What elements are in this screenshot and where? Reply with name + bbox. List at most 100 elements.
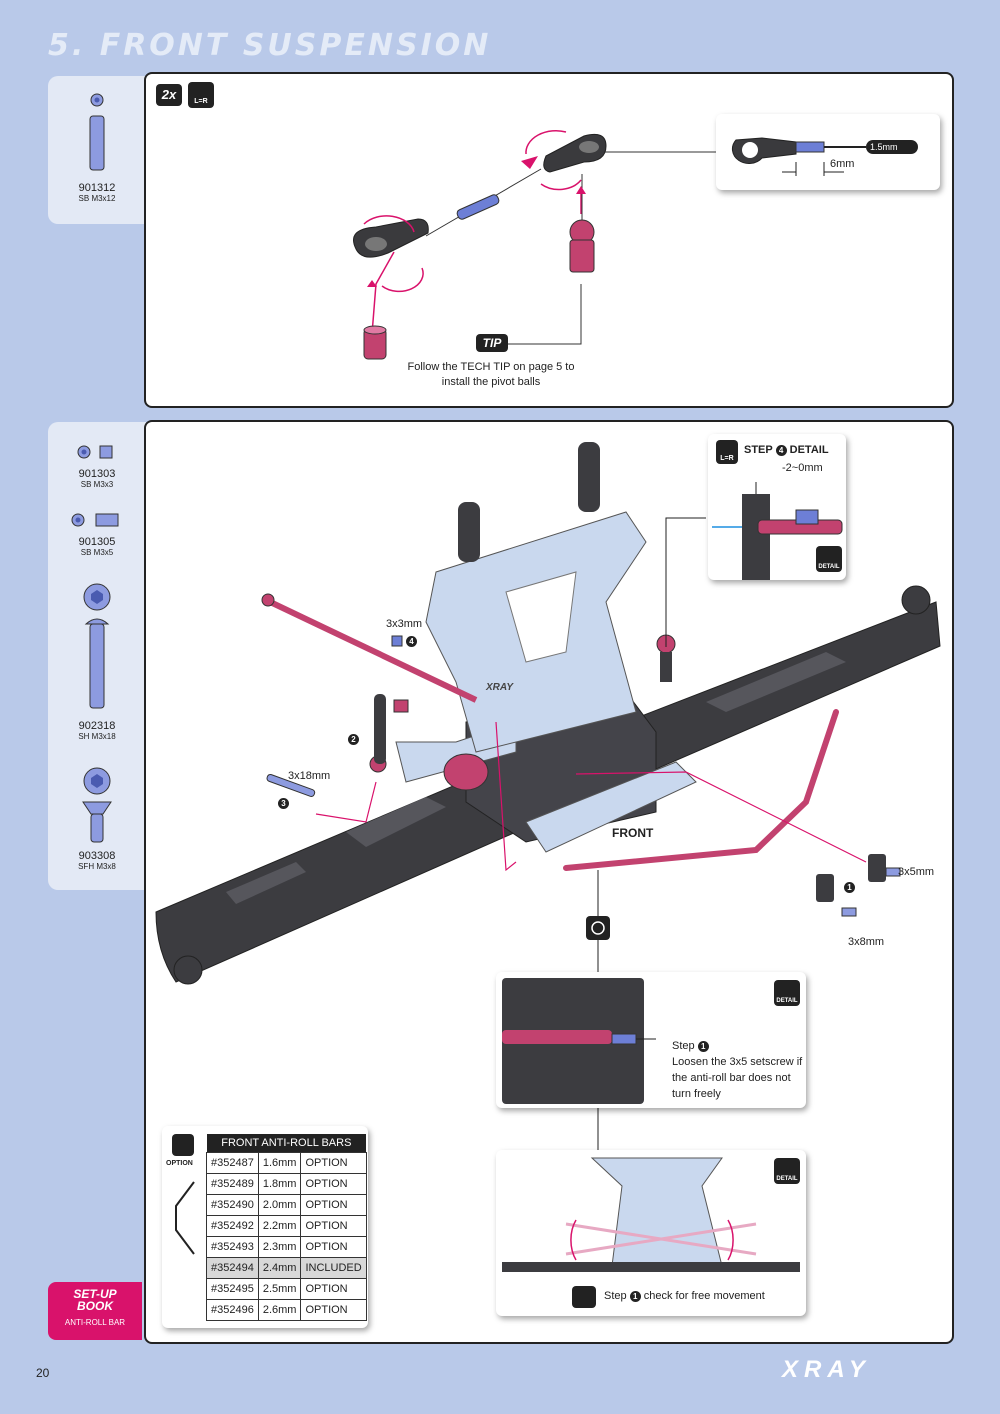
step-number-4: 4	[406, 636, 417, 647]
table-cell-size: 2.3mm	[257, 1236, 302, 1258]
detail-badge: DETAIL	[816, 546, 842, 572]
rod-end-top-icon	[525, 129, 607, 191]
gap-measure: -2~0mm	[782, 462, 823, 474]
front-suspension-diagram	[155, 442, 941, 1152]
loosen-instruction: Step 1 Loosen the 3x5 setscrew if the an…	[672, 1040, 803, 1100]
tip-badge: TIP	[476, 334, 508, 352]
table-title: FRONT ANTI-ROLL BARS	[206, 1134, 367, 1153]
page-title: 5. FRONT SUSPENSION	[48, 28, 492, 63]
table-cell-part: #352490	[206, 1194, 259, 1216]
table-cell-part: #352493	[206, 1236, 259, 1258]
step-panel-main: L=R STEP 4 DETAIL -2~0mm DETAIL 3x3mm 4 …	[144, 420, 954, 1344]
label-3x8mm: 3x8mm	[848, 936, 885, 948]
step-1-movement-callout: DETAIL Step 1 check for free movement	[496, 1150, 806, 1316]
movement-instruction: Step 1 check for free movement	[604, 1290, 765, 1302]
label-front: FRONT	[612, 826, 654, 840]
label-3x5mm: 3x5mm	[898, 866, 935, 878]
table-cell-status: OPTION	[300, 1173, 367, 1195]
socket-screw-m3x18-icon	[83, 583, 111, 709]
step-1-loosen-callout: DETAIL Step 1 Loosen the 3x5 setscrew if…	[496, 972, 806, 1108]
rod-end-left-icon	[353, 215, 429, 293]
table-cell-size: 1.8mm	[257, 1173, 302, 1195]
anti-roll-bar-shape-icon	[175, 1181, 195, 1255]
table-cell-status: INCLUDED	[300, 1257, 367, 1279]
flat-head-screw-m3x8-icon	[82, 767, 112, 843]
table-cell-part: #352494	[206, 1257, 259, 1279]
left-right-badge: L=R	[188, 82, 214, 108]
table-cell-size: 2.2mm	[257, 1215, 302, 1237]
step-number-2: 2	[348, 734, 359, 745]
page-number: 20	[36, 1366, 50, 1380]
table-cell-part: #352495	[206, 1278, 259, 1300]
step-number-3: 3	[278, 798, 289, 809]
pivot-assembly-diagram	[353, 129, 716, 360]
setscrew-gap-icon	[712, 482, 843, 580]
step-panel-top: 2x L=R	[144, 72, 954, 408]
setscrew-m3x3-icon	[77, 445, 113, 459]
rod-end-measure-icon	[731, 137, 918, 176]
anti-roll-bar-icon	[261, 593, 839, 871]
setup-book-line1: SET-UP	[73, 1287, 117, 1301]
screw-m3x12-icon	[89, 93, 105, 171]
chassis-logo: XRAY	[486, 682, 514, 693]
table-cell-status: OPTION	[300, 1152, 367, 1174]
setup-book-line2: BOOK	[77, 1299, 113, 1313]
setscrew-m3x5-icon	[71, 513, 119, 527]
suspension-arm-right-icon	[615, 585, 941, 777]
table-cell-part: #352487	[206, 1152, 259, 1174]
table-cell-status: OPTION	[300, 1194, 367, 1216]
table-cell-part: #352489	[206, 1173, 259, 1195]
table-cell-size: 2.6mm	[257, 1299, 302, 1321]
table-cell-status: OPTION	[300, 1236, 367, 1258]
table-cell-part: #352492	[206, 1215, 259, 1237]
detail-heading: STEP 4 DETAIL	[744, 444, 829, 456]
brand-logo: XRAY	[782, 1356, 871, 1383]
hex-tool-size: 1.5mm	[870, 142, 898, 152]
step-number-1: 1	[844, 882, 855, 893]
setscrew-loosen-icon	[502, 978, 656, 1104]
table-cell-size: 2.0mm	[257, 1194, 302, 1216]
measure-length: 6mm	[830, 158, 855, 170]
suspension-arm-left-icon	[155, 771, 527, 985]
detail-badge: DETAIL	[774, 1158, 800, 1184]
option-label: OPTION	[166, 1160, 193, 1167]
shock-tower-icon	[425, 442, 647, 753]
table-cell-status: OPTION	[300, 1215, 367, 1237]
setup-book-badge: SET-UP BOOK ANTI-ROLL BAR	[48, 1282, 142, 1340]
quantity-badge: 2x	[156, 84, 182, 106]
pivot-ball-icon	[569, 219, 595, 273]
detail-badge: DETAIL	[774, 980, 800, 1006]
rotate-icon	[572, 1286, 596, 1308]
table-cell-part: #352496	[206, 1299, 259, 1321]
thumbs-up-icon	[172, 1134, 194, 1156]
step-4-detail-callout: L=R STEP 4 DETAIL -2~0mm DETAIL	[708, 434, 846, 580]
pivot-collar-icon	[363, 325, 387, 360]
table-cell-size: 1.6mm	[257, 1152, 302, 1174]
table-cell-size: 2.5mm	[257, 1278, 302, 1300]
table-cell-status: OPTION	[300, 1299, 367, 1321]
table-cell-size: 2.4mm	[257, 1257, 302, 1279]
free-movement-icon	[502, 1157, 800, 1272]
measurement-callout: 1.5mm 6mm	[716, 114, 940, 190]
label-3x18mm: 3x18mm	[288, 770, 331, 782]
left-right-badge: L=R	[716, 440, 738, 464]
label-3x3mm: 3x3mm	[386, 618, 423, 630]
